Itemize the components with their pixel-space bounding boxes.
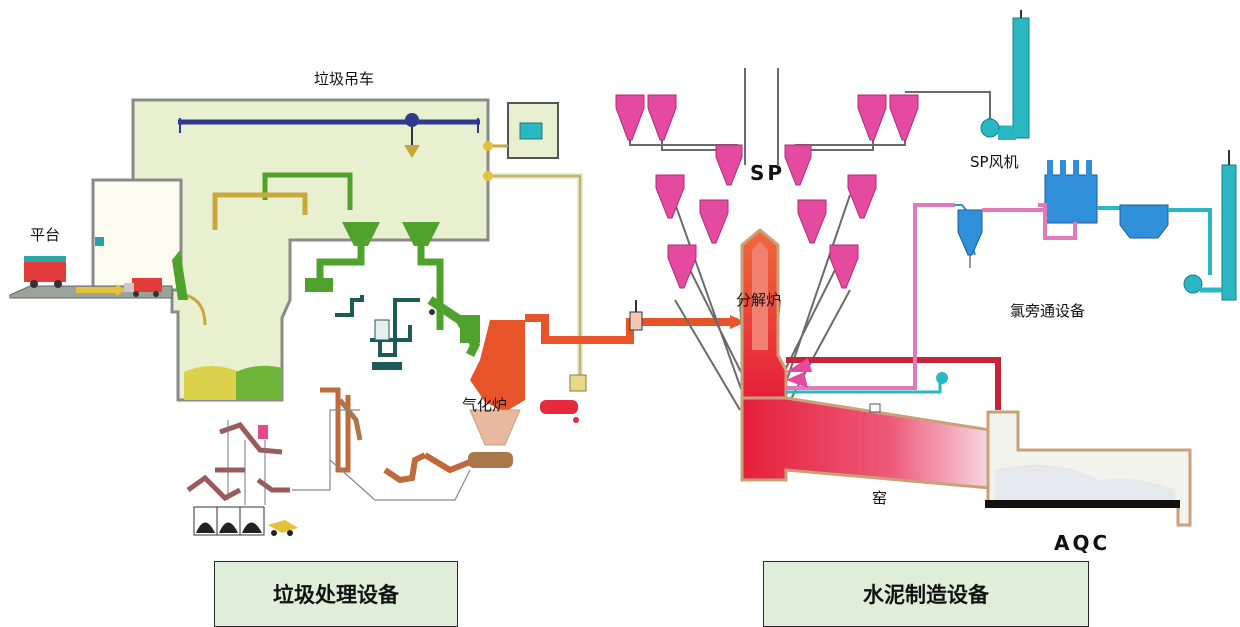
crane-label: 垃圾吊车: [314, 70, 374, 88]
platform-area: [9, 250, 188, 300]
side-conveyors: [292, 387, 472, 501]
hopper-2: [402, 222, 440, 246]
sp-cyclones: [615, 94, 919, 289]
crane-grab: [404, 145, 420, 158]
calciner-label: 分解炉: [736, 291, 781, 309]
loader: [268, 520, 298, 533]
waste-equipment-caption: 垃圾处理设备: [214, 561, 458, 627]
kiln: [740, 396, 1192, 527]
dust-collector: [1119, 204, 1169, 239]
gasifier-screw: [468, 452, 513, 468]
chlorine-bypass-label: 氯旁通设备: [1010, 302, 1085, 320]
crane-trolley: [405, 113, 419, 127]
sp-fan-stack: [980, 10, 1030, 140]
chlorine-bypass-equipment: [955, 150, 1237, 301]
dark-equipment: [335, 295, 435, 370]
sorting-equipment: [186, 420, 298, 536]
platform-label: 平台: [30, 226, 60, 244]
cooler-grate: [985, 500, 1180, 508]
aqc-label: AQC: [1054, 531, 1110, 555]
hall-window: [95, 237, 104, 246]
sp-fan-label: SP风机: [970, 153, 1019, 171]
pit-fan-unit: [483, 102, 583, 380]
waste-pit-building: [91, 98, 490, 402]
bag-filter: [1044, 174, 1098, 224]
truck-1-body: [24, 262, 66, 282]
kiln-label: 窑: [872, 489, 887, 507]
waste-green: [236, 365, 282, 400]
gasifier-label: 气化炉: [462, 396, 507, 414]
calciner: [740, 228, 788, 400]
sp-label: SP: [750, 161, 785, 185]
receiving-hall: [91, 178, 183, 292]
green-feed-line: [305, 246, 481, 358]
truck-2-body: [132, 278, 162, 292]
gasifier: [468, 300, 745, 468]
hopper-1: [342, 222, 380, 246]
gasifier-burner: [540, 400, 578, 414]
bypass-ducts: [786, 203, 1001, 410]
cement-equipment-caption: 水泥制造设备: [763, 561, 1089, 627]
